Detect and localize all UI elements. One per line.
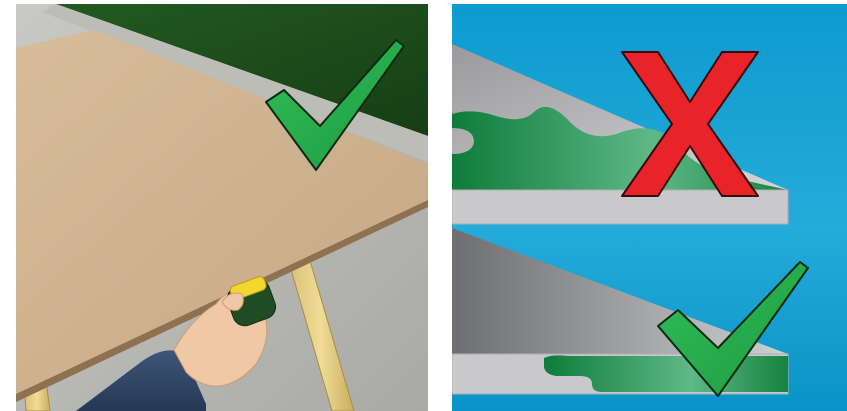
sleeve bbox=[76, 350, 206, 411]
check-icon bbox=[657, 261, 809, 397]
correct-example bbox=[452, 228, 809, 397]
left-illustration-panel bbox=[16, 4, 428, 411]
cross-icon bbox=[621, 51, 759, 197]
incorrect-example bbox=[452, 44, 789, 225]
wooden-board bbox=[16, 30, 428, 394]
board-edge-scene bbox=[16, 4, 428, 411]
sealer-diagram bbox=[452, 4, 847, 411]
plank-top-surface bbox=[452, 228, 788, 354]
check-icon bbox=[265, 39, 405, 171]
right-illustration-panel bbox=[452, 4, 847, 411]
